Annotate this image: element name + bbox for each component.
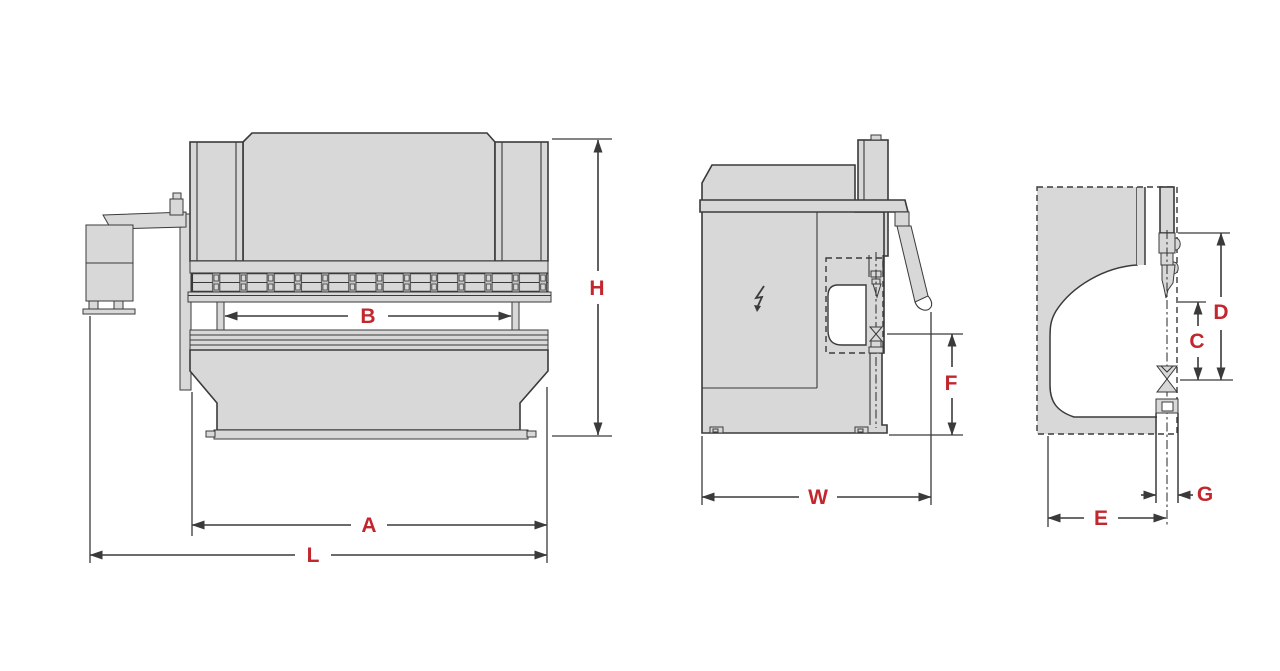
right-cylinder-column: [494, 141, 549, 262]
frame-dashed-outline: [1036, 186, 1178, 435]
lower-body: [189, 349, 549, 431]
ram-lower-band: [189, 260, 549, 274]
frame-plate-fill: [1037, 187, 1157, 434]
dim-label-G: G: [1197, 483, 1213, 506]
right-side-post: [511, 301, 520, 331]
detail-die: [1155, 365, 1179, 414]
rear-cylinder-cap: [870, 134, 882, 141]
base-foot-right: [526, 430, 537, 438]
dim-label-B: B: [360, 305, 375, 328]
dim-label-D: D: [1213, 301, 1228, 324]
pendant-base-plate: [82, 308, 136, 315]
side-body: [701, 164, 888, 434]
throat-contour: [1049, 187, 1157, 418]
dimension-C: C: [1178, 301, 1206, 381]
base-plate: [213, 429, 529, 440]
dimension-H: H: [552, 138, 612, 437]
dim-label-L: L: [307, 544, 320, 567]
dim-label-A: A: [361, 514, 376, 537]
side-foot-left-bolt: [712, 428, 719, 433]
dimension-D: D: [1178, 232, 1233, 381]
dimension-G: G: [1141, 483, 1213, 506]
punch-holder-bar: [187, 291, 552, 303]
sheet-follower-arm: [896, 225, 929, 303]
pendant-caster-left: [88, 300, 99, 310]
dimension-W: W: [701, 312, 932, 509]
punch-clamp-row: [191, 272, 549, 293]
detail-ram: [1159, 186, 1175, 234]
dimension-F: F: [887, 333, 963, 436]
left-side-post: [216, 301, 225, 331]
dimension-L: L: [89, 316, 548, 567]
arm-mount-pin: [172, 192, 182, 200]
follower-arm-hook: [914, 295, 933, 311]
tooling-zone-dashed-box: [825, 257, 884, 354]
table-rib-strips: [189, 329, 549, 351]
dimension-A: A: [191, 387, 548, 563]
lightning-bolt-icon: [754, 285, 765, 312]
upper-beam-crown: [242, 132, 496, 262]
dim-label-C: C: [1189, 330, 1204, 353]
left-cylinder-column: [189, 141, 244, 262]
dim-label-W: W: [808, 486, 828, 509]
pendant-caster-right: [113, 300, 124, 310]
top-support-rail: [699, 199, 910, 213]
arm-mount-bracket: [169, 198, 184, 216]
throat-cutout: [827, 284, 867, 346]
front-view: H B A L: [82, 132, 612, 567]
dimension-B: B: [224, 305, 512, 328]
die-detail: [868, 326, 884, 354]
side-view: W F: [699, 134, 963, 509]
base-foot-left: [205, 430, 216, 438]
dim-label-H: H: [589, 277, 604, 300]
dimension-E: E: [1047, 436, 1167, 530]
side-foot-right-bolt: [857, 428, 864, 433]
follower-arm-mount: [894, 211, 910, 227]
dim-label-F: F: [945, 372, 958, 395]
guide-strip-fill: [1137, 187, 1145, 265]
throat-detail-view: D C G E: [1036, 186, 1233, 530]
dim-label-E: E: [1094, 507, 1108, 530]
